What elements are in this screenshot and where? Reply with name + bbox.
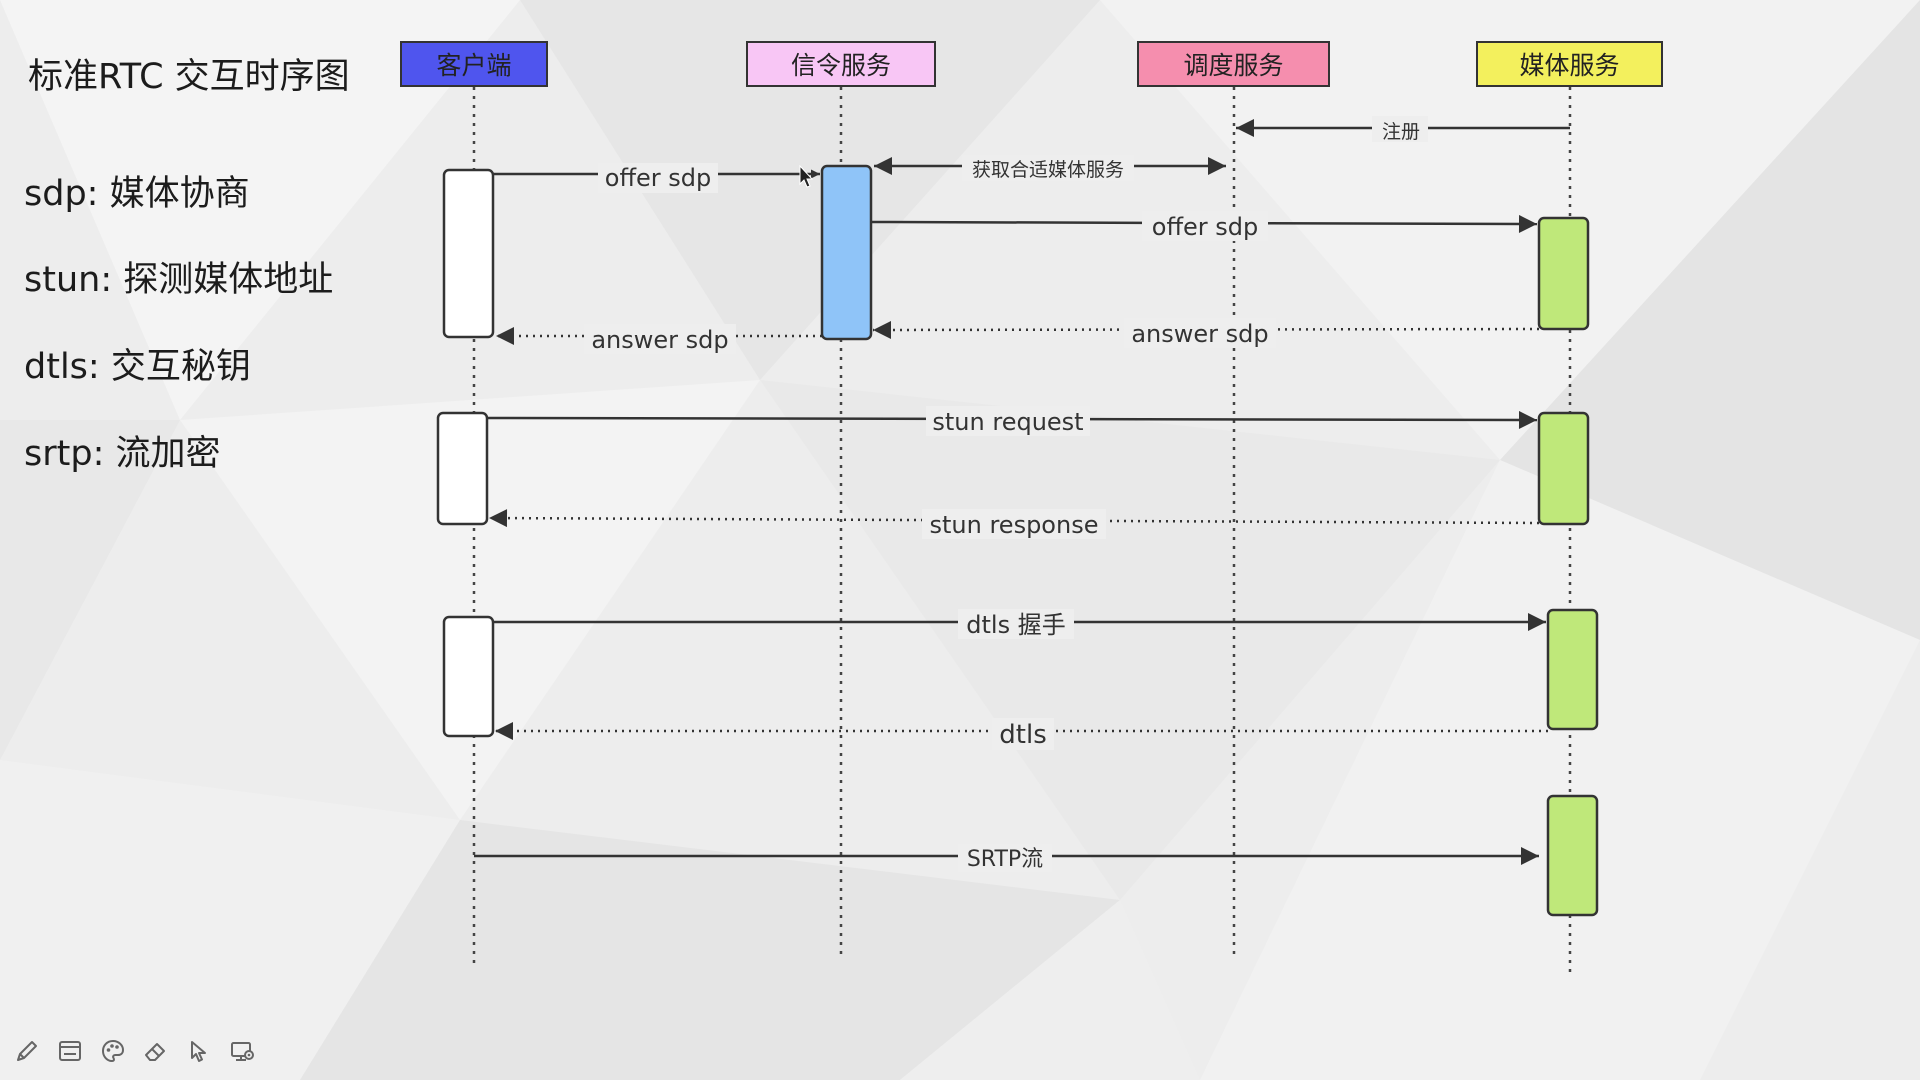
message-answer-sdp-1-label: answer sdp [1131, 320, 1268, 348]
note-stun: stun: 探测媒体地址 [24, 260, 334, 300]
activation-client-dtls [442, 615, 495, 738]
message-stun-request-label: stun request [932, 408, 1083, 436]
palette-icon[interactable] [98, 1036, 128, 1066]
message-register-label: 注册 [1382, 121, 1420, 143]
eraser-icon[interactable] [141, 1036, 171, 1066]
pointer-icon[interactable] [184, 1036, 214, 1066]
activation-media-dtls [1546, 608, 1599, 731]
activation-client-sdp [442, 168, 495, 339]
message-offer-sdp-1-label: offer sdp [605, 164, 711, 192]
annotation-toolbar [12, 1036, 257, 1066]
message-dtls-label: dtls [999, 720, 1046, 750]
pencil-icon[interactable] [12, 1036, 42, 1066]
whiteboard-icon[interactable] [55, 1036, 85, 1066]
activation-signaling [820, 164, 873, 341]
message-srtp-label: SRTP流 [967, 847, 1043, 872]
note-sdp: sdp: 媒体协商 [24, 174, 250, 214]
message-get-media-label: 获取合适媒体服务 [972, 159, 1124, 181]
mouse-cursor-icon [799, 164, 814, 188]
message-dtls-handshake-label: dtls 握手 [966, 611, 1065, 639]
note-srtp: srtp: 流加密 [24, 434, 221, 474]
page-title: 标准RTC 交互时序图 [28, 57, 350, 97]
activation-media-sdp [1537, 216, 1590, 331]
message-offer-sdp-2-label: offer sdp [1152, 213, 1258, 241]
participant-dispatch: 调度服务 [1137, 41, 1330, 87]
activation-media-srtp [1546, 794, 1599, 917]
screen-share-icon[interactable] [227, 1036, 257, 1066]
activation-client-stun [436, 411, 489, 526]
note-dtls: dtls: 交互秘钥 [24, 347, 251, 387]
activation-media-stun [1537, 411, 1590, 526]
participant-signaling: 信令服务 [746, 41, 936, 87]
message-answer-sdp-2-label: answer sdp [591, 326, 728, 354]
participant-client: 客户端 [400, 41, 548, 87]
message-stun-response-label: stun response [930, 511, 1099, 539]
participant-media: 媒体服务 [1476, 41, 1663, 87]
